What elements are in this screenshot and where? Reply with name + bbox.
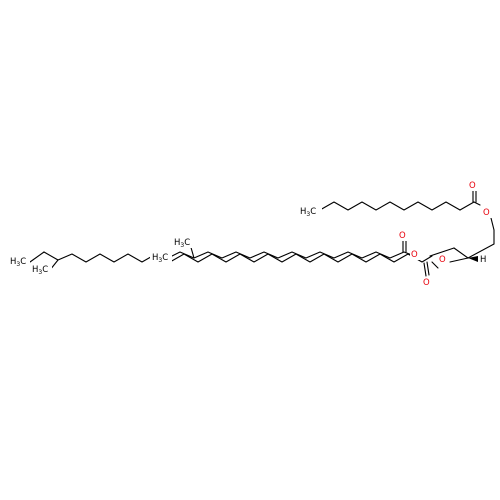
oxygen-labels: O O O O O O [398,181,492,288]
decanoyl-chain [319,201,481,211]
methyl-group-top: H3C [300,207,316,218]
methyl-labels: H3C H3C H3C H3C H3C [8,207,322,276]
methyl-branch-lower: H3C [32,265,48,276]
methyl-terminal-middle: H3C [152,253,168,264]
methyl-branch-middle: H3C [174,238,190,249]
ester-oxygen-top: O [483,208,490,218]
carbonyl-oxygen-top: O [469,181,476,191]
methyl-terminal-lower: H3C [10,257,26,268]
long-chain-carbonyl [423,261,430,277]
decanoyl-carbonyl [472,189,477,203]
carbonyl-oxygen-lower: O [423,278,430,288]
methyltetradecanoyl-carbonyl [402,239,407,253]
stereo-hydrogen: H [480,255,486,265]
hydrogen-labels: H [480,255,486,265]
carbonyl-oxygen-middle: O [399,231,406,241]
glycerol-backbone [429,229,495,269]
ester-oxygen-middle: O [411,250,418,260]
stereo-wedge [468,256,478,262]
ester-oxygen-lower: O [439,255,446,265]
